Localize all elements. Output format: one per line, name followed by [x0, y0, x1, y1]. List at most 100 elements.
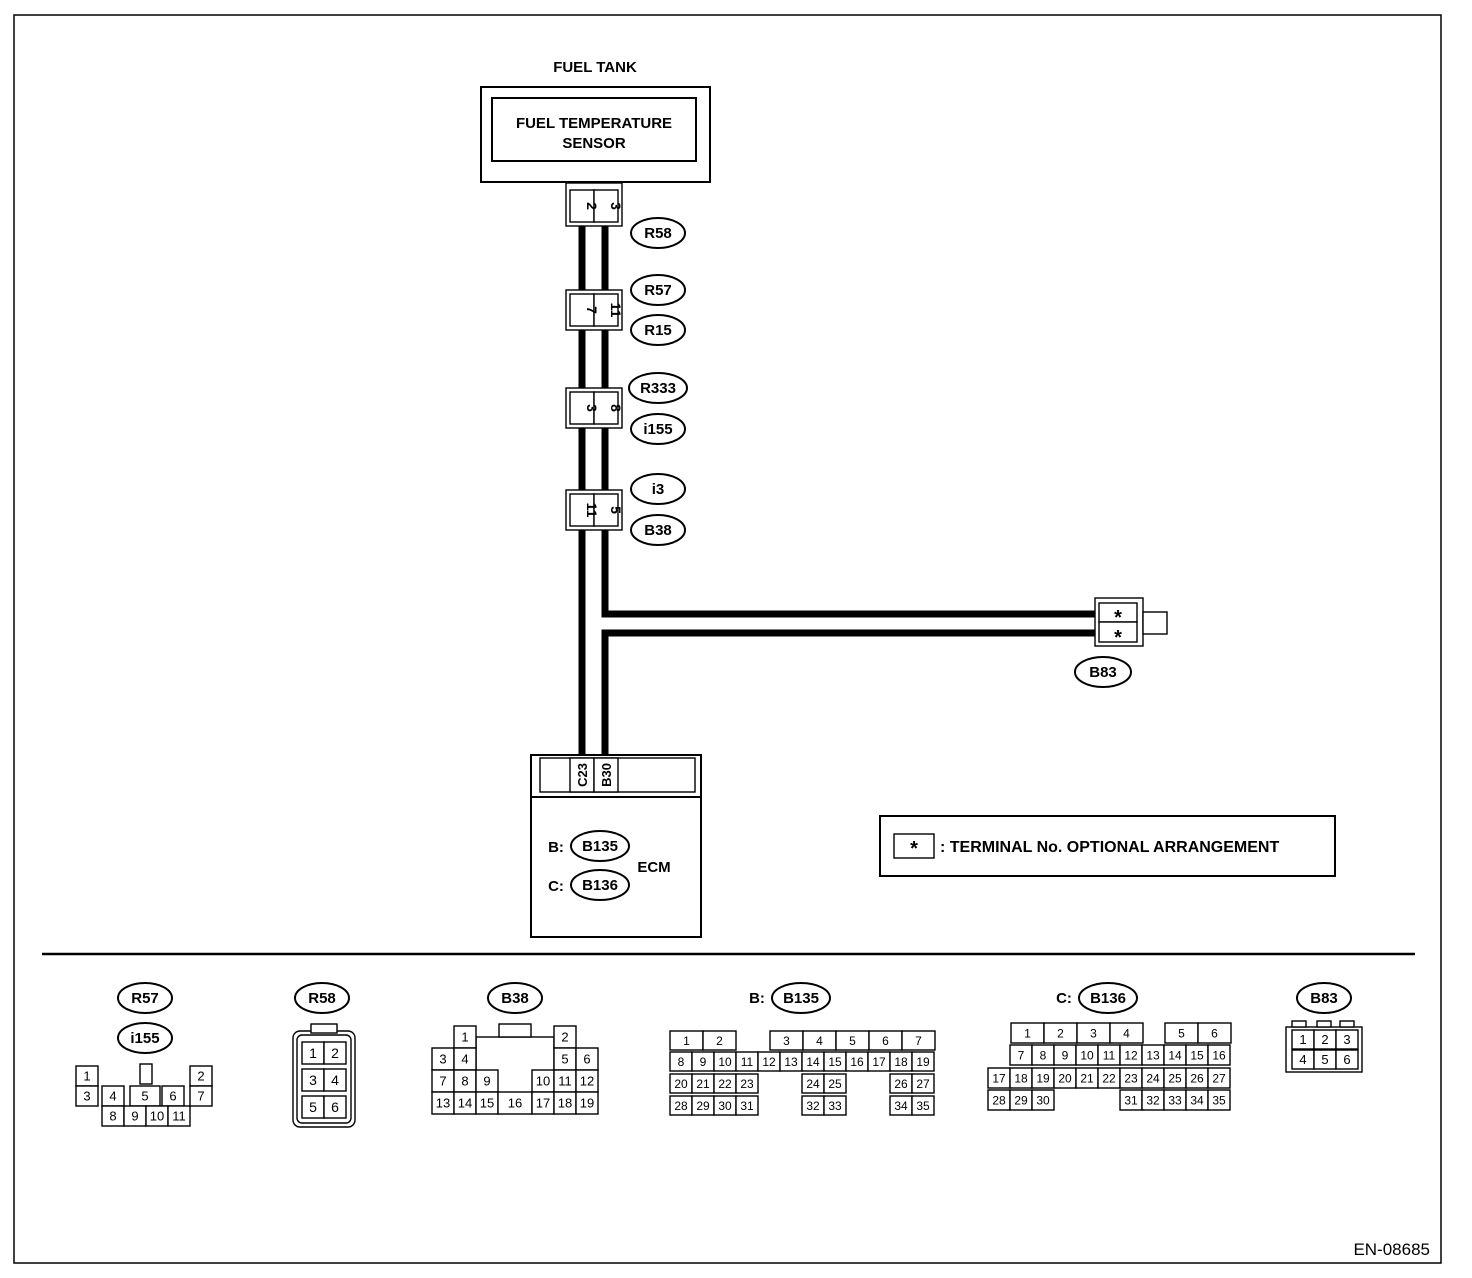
connector-pin-number: 5 — [1321, 1052, 1328, 1067]
connector-view-code: B83 — [1310, 990, 1338, 1007]
connector-view-code-oval — [117, 982, 173, 1014]
connector-pin-number: 7 — [915, 1034, 922, 1048]
connector-cell — [75, 1085, 99, 1107]
connector-pin-number: 25 — [828, 1077, 842, 1091]
connector-pin-number: 12 — [762, 1055, 776, 1069]
connector-code-oval — [630, 473, 686, 505]
connector-pin-number: 8 — [1040, 1048, 1047, 1062]
connector-pin-number: 35 — [916, 1099, 930, 1113]
connector-pin-number: 5 — [309, 1099, 317, 1115]
legend-symbol: * — [910, 838, 918, 860]
connector-pin-number: 5 — [1178, 1026, 1185, 1040]
connector-pin-number: 3 — [1090, 1026, 1097, 1040]
connector-pin-number: 5 — [849, 1034, 856, 1048]
connector-pin-number: 13 — [784, 1055, 798, 1069]
connector-pin-number: 27 — [1212, 1071, 1226, 1085]
ecm-connector-prefix: B: — [548, 839, 564, 856]
fuel-tank-label: FUEL TANK — [553, 59, 637, 76]
connector-pin-number: 18 — [1014, 1071, 1028, 1085]
connector-pin-number: 28 — [674, 1099, 688, 1113]
connector-pin-number: 23 — [740, 1077, 754, 1091]
connector-pin-number: 14 — [1168, 1048, 1182, 1062]
connector-pin-number: 4 — [331, 1072, 339, 1088]
connector-code-oval — [570, 830, 630, 862]
connector-pin-number: 6 — [583, 1052, 590, 1067]
connector-pin-number: 11 — [741, 1055, 754, 1069]
connector-pin-number: 29 — [1014, 1093, 1028, 1107]
connector-pin-number: 12 — [580, 1074, 594, 1089]
connector-pin-number: 2 — [716, 1034, 723, 1048]
connector-pin-number: 10 — [1080, 1048, 1094, 1062]
connector-code: B135 — [582, 838, 618, 855]
connector-pin-number: 12 — [1124, 1048, 1138, 1062]
connector-pin-number: 10 — [536, 1074, 550, 1089]
connector-view-code: B38 — [501, 990, 529, 1007]
connector-code: R58 — [644, 225, 672, 242]
connector-cell — [167, 1105, 191, 1127]
connector-pin-number: 18 — [894, 1055, 908, 1069]
connector-pin-number: 3 — [309, 1072, 317, 1088]
connector-view-code-oval — [117, 1022, 173, 1054]
connector-pin-number: 31 — [1124, 1093, 1138, 1107]
connector-cell — [911, 1051, 935, 1072]
connector-cell — [735, 1073, 759, 1094]
connector-pin-number: 4 — [461, 1052, 468, 1067]
connector-pin-number: 2 — [1321, 1032, 1328, 1047]
connector-code-oval — [630, 514, 686, 546]
connector-pin-number: 30 — [1036, 1093, 1050, 1107]
connector-pin-number: 14 — [458, 1096, 472, 1111]
connector-pin-number: 16 — [1212, 1048, 1226, 1062]
connector-cell — [901, 1030, 936, 1051]
connector-pin-number: 34 — [894, 1099, 908, 1113]
sensor-pin: 3 — [608, 202, 624, 210]
connector-code: R15 — [644, 322, 672, 339]
ecm-pin: C23 — [575, 763, 590, 787]
connector-pin-number: 29 — [696, 1099, 710, 1113]
connector-view-code: B136 — [1090, 990, 1126, 1007]
connector-view-code-oval — [487, 982, 543, 1014]
connector-cell — [189, 1085, 213, 1107]
connector-pin-number: 5 — [141, 1089, 148, 1104]
connector-pin-number: 25 — [1168, 1071, 1182, 1085]
connector-cell — [911, 1095, 935, 1116]
connector-pin-number: 4 — [1299, 1052, 1306, 1067]
branch-connector: * * — [1094, 597, 1168, 649]
branch-connector-pin: * — [1114, 627, 1122, 649]
connector-cell — [323, 1041, 347, 1065]
connector-pin-number: 4 — [816, 1034, 823, 1048]
connector-pin-number: 21 — [1080, 1071, 1094, 1085]
connector-pin-number: 22 — [1102, 1071, 1116, 1085]
connector-pin-number: 5 — [561, 1052, 568, 1067]
connector-pin-number: 17 — [536, 1096, 550, 1111]
connector-cell — [1197, 1022, 1232, 1044]
connector-pin-number: 22 — [718, 1077, 732, 1091]
connector-pin-number: 2 — [331, 1045, 339, 1061]
connector-pin-number: 34 — [1190, 1093, 1204, 1107]
connector-pin-number: 20 — [1058, 1071, 1072, 1085]
connector-pin-number: 24 — [806, 1077, 820, 1091]
connector-pin-number: 4 — [109, 1089, 116, 1104]
connector-view-code-oval — [1296, 982, 1352, 1014]
connector-pin-number: 8 — [461, 1074, 468, 1089]
connector-pin-number: 20 — [674, 1077, 688, 1091]
connector-pin-number: 19 — [580, 1096, 594, 1111]
connector-cell — [575, 1091, 599, 1115]
connector-pin-number: 9 — [700, 1055, 707, 1069]
connector-pin-number: 28 — [992, 1093, 1006, 1107]
inline-connector-pin: 11 — [608, 303, 624, 318]
connector-pin-number: 2 — [561, 1030, 568, 1045]
ecm-pin: B30 — [599, 763, 614, 787]
ecm-label: ECM — [637, 859, 670, 876]
connector-pin-number: 15 — [480, 1096, 494, 1111]
connector-pin-number: 11 — [558, 1074, 572, 1089]
connector-view-code: B135 — [783, 990, 819, 1007]
connector-key — [139, 1063, 153, 1085]
connector-pin-number: 3 — [1343, 1032, 1350, 1047]
connector-cell — [323, 1068, 347, 1092]
connector-pin-number: 10 — [718, 1055, 732, 1069]
connector-pin-number: 3 — [83, 1089, 90, 1104]
connector-pin-number: 10 — [150, 1109, 164, 1124]
inline-connector-pin: 8 — [608, 404, 624, 412]
